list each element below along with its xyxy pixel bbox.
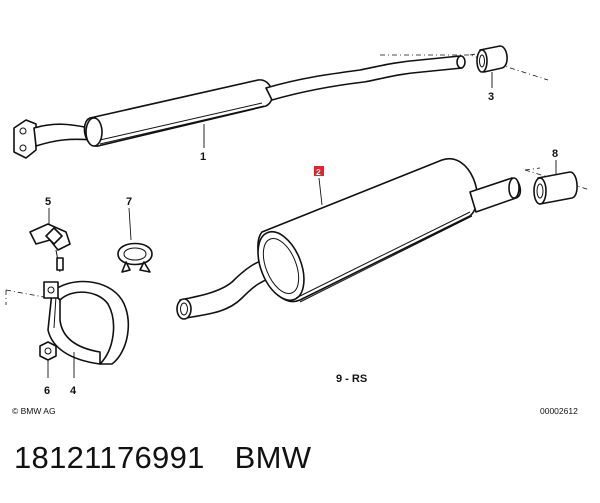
front-silencer-pipe [13, 55, 466, 159]
exhaust-parts-diagram: 2 1 3 4 5 6 7 8 [5, 45, 591, 416]
callout-3: 3 [488, 91, 494, 103]
callout-7: 7 [126, 196, 132, 208]
part-number: 18121176991 [14, 440, 205, 475]
section-label: 9 - RS [336, 373, 367, 385]
tail-sleeve [533, 171, 578, 205]
callout-4: 4 [70, 385, 77, 397]
hanger-bracket [29, 223, 71, 273]
nut [39, 341, 57, 361]
highlight-marker [314, 166, 324, 176]
part-caption: 18121176991 BMW [14, 440, 594, 490]
pipe-sleeve-top [476, 45, 508, 73]
callout-1: 1 [200, 151, 206, 163]
reference-line-right [524, 167, 591, 191]
callout-8: 8 [552, 148, 558, 160]
drawing-number: 00002612 [540, 406, 578, 416]
callout-5: 5 [45, 196, 51, 208]
rear-silencer [176, 157, 522, 320]
callout-6: 6 [44, 385, 50, 397]
clamp-ring [117, 242, 153, 273]
copyright-text: © BMW AG [12, 406, 56, 416]
strap-clamp [43, 280, 130, 365]
brand-name: BMW [234, 440, 312, 475]
callout-2-label: 2 [316, 167, 321, 177]
reference-line-left [5, 289, 61, 305]
